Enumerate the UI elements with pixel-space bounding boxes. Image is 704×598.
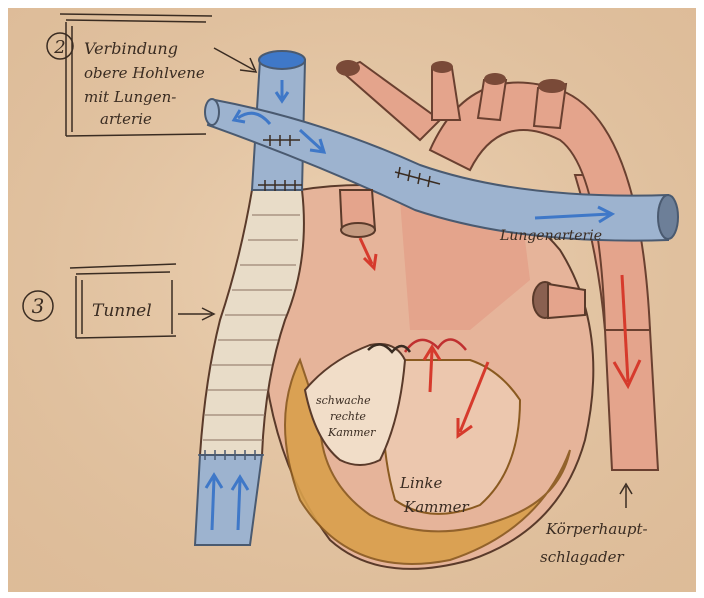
label-small-rv-line3: Kammer [327,426,376,439]
label-left-ventricle-line1: Linke [399,474,443,492]
label-tunnel: Tunnel [92,301,152,321]
head-vessel-3 [478,80,506,120]
svc-opening [259,51,305,69]
label-small-rv-line2: rechte [330,410,366,423]
label-aorta-line1: Körperhaupt- [545,520,648,538]
pulmonary-artery-left-end [205,99,219,125]
head-vessel-1-opening [336,60,360,76]
label-number-2: 2 [53,37,65,58]
label-connection-line4: arterie [100,110,152,128]
label-connection-line3: mit Lungen- [84,88,176,106]
label-connection-line1: Verbindung [84,39,178,58]
pulmonary-vein-tube [548,284,585,318]
label-aorta-line2: schlagader [540,548,625,566]
label-connection-line2: obere Hohlvene [84,64,205,82]
head-vessel-3-opening [484,73,506,85]
label-small-rv-line1: schwache [316,394,371,407]
head-vessel-4-opening [538,79,566,93]
pulmonary-trunk-opening [341,223,375,237]
pulmonary-artery-right-end [658,195,678,239]
label-pulmonary-artery: Lungenarterie [499,228,602,244]
label-left-ventricle-line2: Kammer [403,498,469,516]
inferior-vena-cava [195,455,262,545]
head-vessel-2-opening [431,61,453,73]
label-number-3: 3 [32,294,45,318]
